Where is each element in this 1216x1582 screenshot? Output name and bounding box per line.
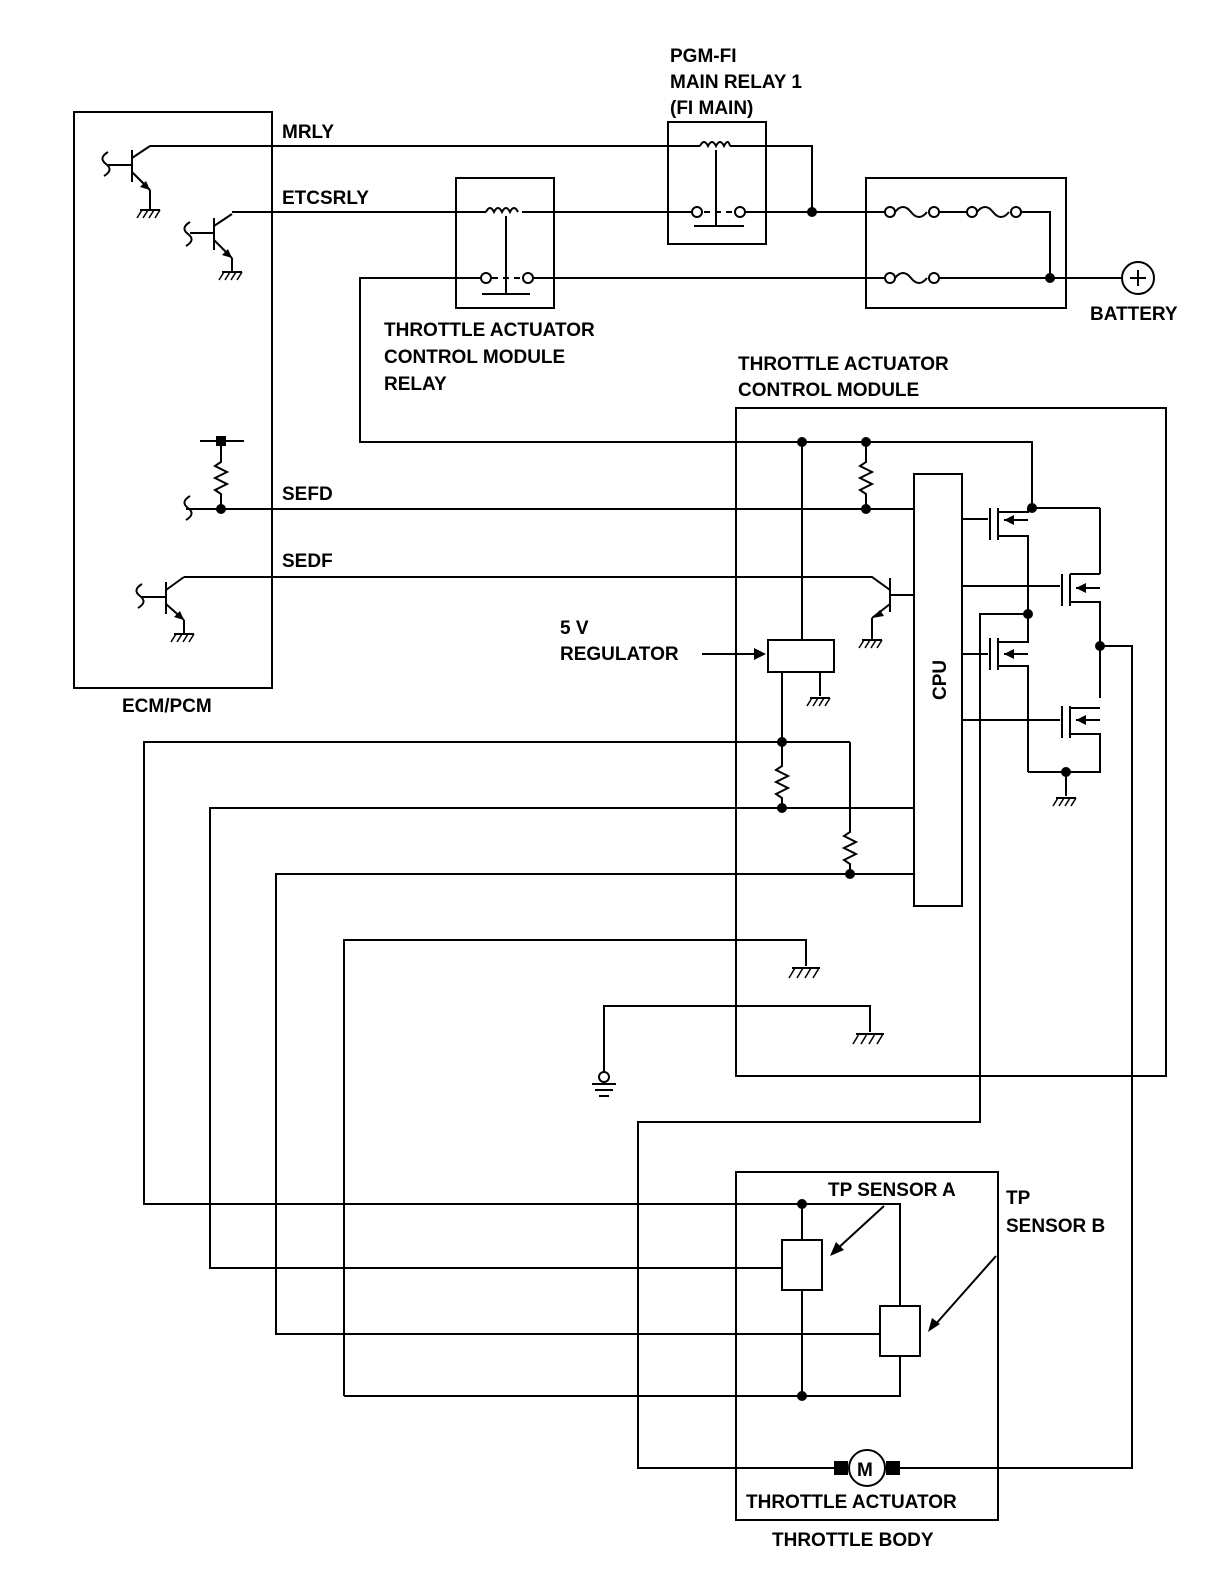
sedf-transistor bbox=[135, 576, 195, 643]
pgmfi-label-3: (FI MAIN) bbox=[670, 98, 753, 119]
pgmfi-relay-coil bbox=[691, 141, 746, 227]
etcsrly-label: ETCSRLY bbox=[282, 188, 369, 209]
fuses bbox=[866, 206, 1122, 284]
etcsrly-transistor bbox=[183, 213, 243, 281]
battery-label: BATTERY bbox=[1090, 304, 1178, 325]
tacm-label-1: THROTTLE ACTUATOR bbox=[738, 354, 949, 375]
pgmfi-label-1: PGM-FI bbox=[670, 46, 737, 67]
sefd-pullup bbox=[183, 436, 244, 521]
tp-sensor-a bbox=[781, 1239, 823, 1291]
tacm-relay-label-1: THROTTLE ACTUATOR bbox=[384, 320, 595, 341]
throttle-body-box bbox=[735, 1171, 999, 1521]
pgmfi-main-relay-box bbox=[667, 121, 767, 245]
tp-sensor-b-label-2: SENSOR B bbox=[1006, 1216, 1105, 1237]
sefd-label: SEFD bbox=[282, 484, 333, 505]
5v-regulator bbox=[767, 639, 835, 673]
tacm-label-2: CONTROL MODULE bbox=[738, 380, 919, 401]
tacm-relay-box bbox=[455, 177, 555, 309]
tp-sensor-a-label: TP SENSOR A bbox=[828, 1180, 956, 1201]
tp-sensor-b bbox=[879, 1305, 921, 1357]
tacm-sedf-transistor bbox=[858, 578, 914, 649]
mrly-transistor bbox=[101, 145, 161, 219]
battery-symbol bbox=[1121, 261, 1155, 295]
motor-label: M bbox=[857, 1460, 873, 1481]
throttle-body-label: THROTTLE BODY bbox=[772, 1530, 934, 1551]
throttle-actuator-label: THROTTLE ACTUATOR bbox=[746, 1492, 957, 1513]
sedf-label: SEDF bbox=[282, 551, 333, 572]
ecm-pcm-box bbox=[73, 111, 273, 689]
cpu-label: CPU bbox=[930, 660, 951, 700]
regulator-label-1: 5 V bbox=[560, 618, 589, 639]
tp-sensor-b-label-1: TP bbox=[1006, 1188, 1031, 1209]
h-bridge bbox=[637, 503, 1133, 1469]
regulator-label-2: REGULATOR bbox=[560, 644, 679, 665]
chassis-ground bbox=[592, 1071, 616, 1097]
throttle-motor: M bbox=[834, 1449, 900, 1487]
tacm-relay-coil bbox=[480, 207, 534, 295]
pgmfi-label-2: MAIN RELAY 1 bbox=[670, 72, 802, 93]
cpu-block bbox=[913, 473, 963, 907]
tacm-relay-label-2: CONTROL MODULE bbox=[384, 347, 565, 368]
tacm-relay-label-3: RELAY bbox=[384, 374, 447, 395]
fuse-box bbox=[865, 177, 1067, 309]
ecm-pcm-label: ECM/PCM bbox=[122, 696, 212, 717]
mrly-label: MRLY bbox=[282, 122, 334, 143]
